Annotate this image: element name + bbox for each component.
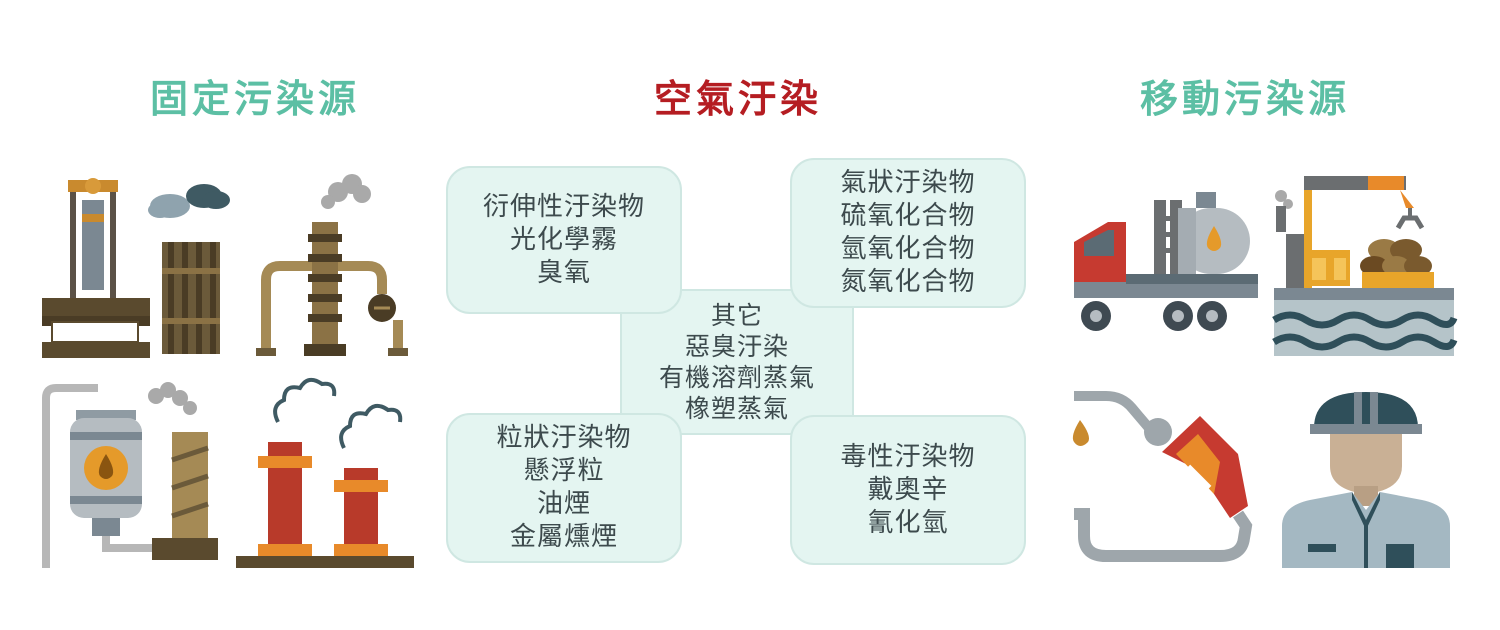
air-pollution-heading: 空氣汙染 <box>653 77 822 121</box>
mobile-sources-heading: 移動污染源 <box>1139 77 1350 121</box>
box-line: 光化學霧 <box>509 224 618 255</box>
particulate-pollutants-box: 粒狀汙染物 懸浮粒 油煙 金屬燻煙 <box>446 413 682 563</box>
box-line: 其它 <box>710 301 763 330</box>
oil-tank-chimney-icon <box>42 382 218 568</box>
tanker-truck-icon <box>1074 192 1258 331</box>
fuel-nozzle-icon <box>1072 391 1253 562</box>
box-line: 金屬燻煙 <box>509 522 618 552</box>
stationary-sources-illustration <box>42 174 414 568</box>
smoke-icon <box>321 174 371 209</box>
factory-chimneys-icon <box>236 377 414 568</box>
pipeline-valve-icon <box>256 222 408 356</box>
box-line: 臭氧 <box>536 257 591 288</box>
box-line: 橡塑蒸氣 <box>684 394 789 423</box>
crusher-rollers-icon <box>162 242 220 354</box>
box-line: 有機溶劑蒸氣 <box>658 363 815 392</box>
box-line: 氣狀汙染物 <box>840 168 976 198</box>
box-line: 惡臭汙染 <box>684 332 789 361</box>
toxic-pollutants-box: 毒性汙染物 戴奧辛 氰化氫 <box>790 415 1026 565</box>
box-line: 毒性汙染物 <box>840 441 976 472</box>
box-line: 懸浮粒 <box>523 456 605 486</box>
box-line: 氮氧化合物 <box>840 267 976 297</box>
worker-icon <box>1282 392 1450 568</box>
box-line: 戴奧辛 <box>867 474 949 505</box>
stationary-sources-heading: 固定污染源 <box>149 77 360 121</box>
secondary-pollutants-box: 衍伸性汙染物 光化學霧 臭氧 <box>446 166 682 314</box>
gaseous-pollutants-box: 氣狀汙染物 硫氧化合物 氫氧化合物 氮氧化合物 <box>790 158 1026 308</box>
box-line: 粒狀汙染物 <box>496 423 632 453</box>
box-line: 氰化氫 <box>867 507 949 538</box>
box-line: 衍伸性汙染物 <box>482 191 645 222</box>
smoke-clouds-icon <box>148 184 230 218</box>
box-line: 硫氧化合物 <box>840 201 976 231</box>
mobile-sources-illustration <box>1072 176 1458 568</box>
other-pollutants-box: 其它 惡臭汙染 有機溶劑蒸氣 橡塑蒸氣 <box>620 289 854 435</box>
press-machine-icon <box>42 178 150 358</box>
harbor-crane-icon <box>1272 176 1458 356</box>
box-line: 油煙 <box>536 489 591 519</box>
box-line: 氫氧化合物 <box>840 234 976 264</box>
